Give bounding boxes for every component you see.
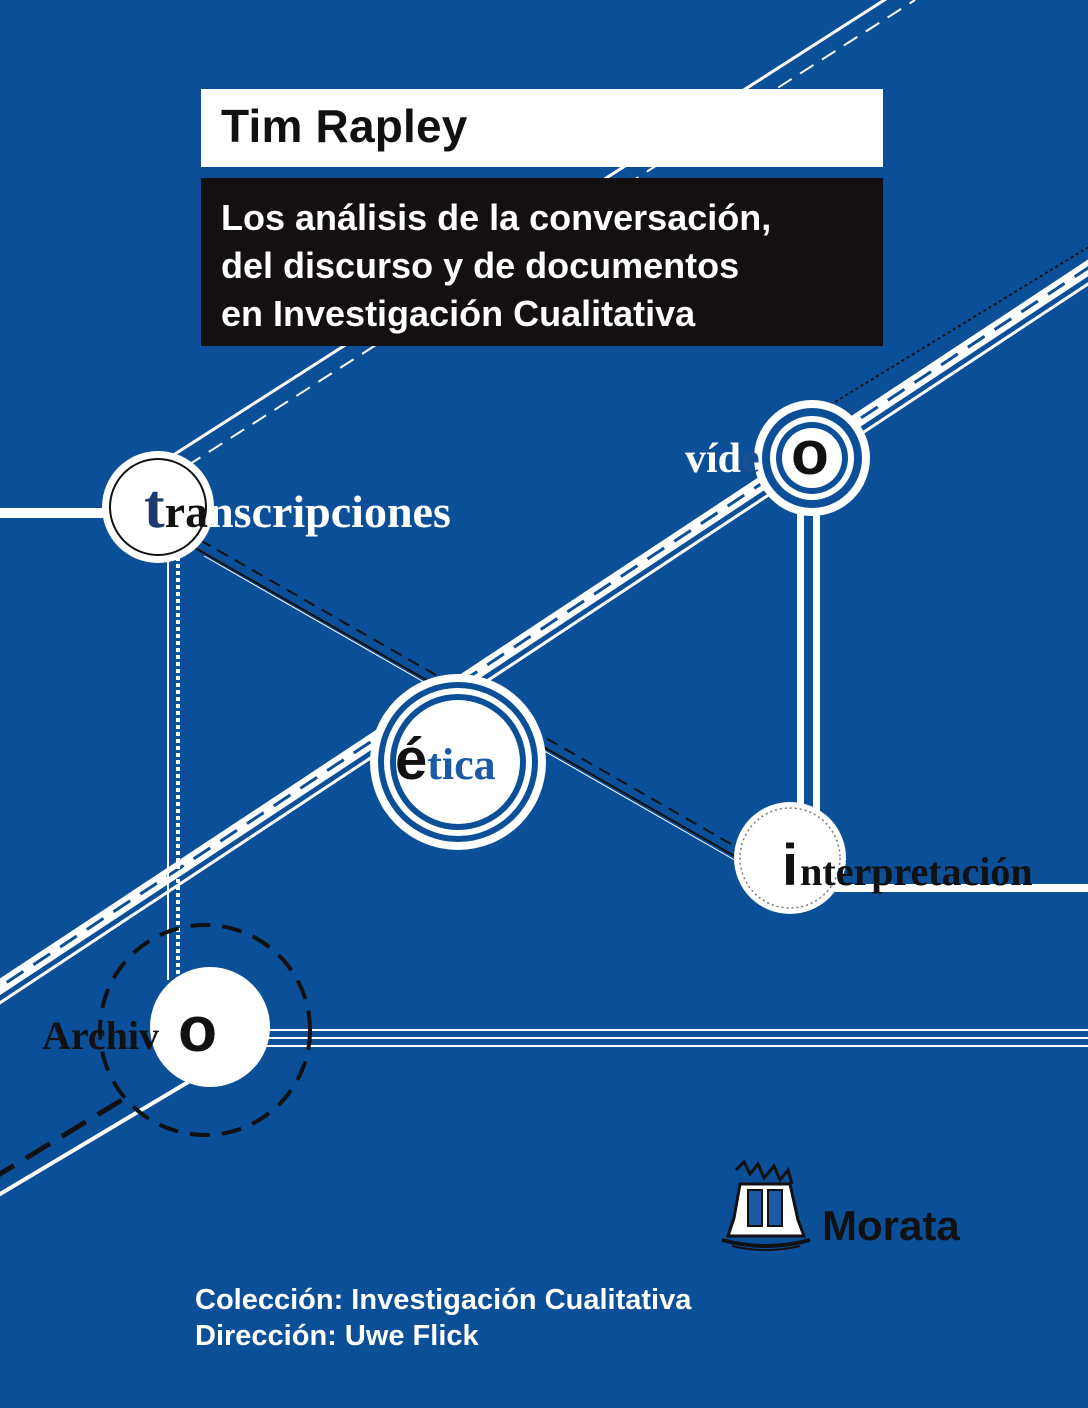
keyword-transcripciones-initial: t: [144, 473, 165, 541]
title-line-1: Los análisis de la conversación,: [221, 197, 772, 238]
keyword-archivo: Archiv: [42, 1012, 159, 1059]
keyword-transcripciones-rest: nscripciones: [208, 486, 451, 537]
keyword-video-o: o: [791, 419, 829, 488]
keyword-interpretacion: interpretación: [782, 832, 1033, 899]
keyword-interpretacion-rest: nterpretación: [800, 849, 1033, 894]
title-line-2: del discurso y de documentos: [221, 245, 740, 286]
circle-video: [754, 400, 870, 516]
publisher-logo-icon: [721, 1160, 811, 1251]
series-info: Colección: Investigación Cualitativa Dir…: [195, 1282, 691, 1354]
keyword-archivo-o: o: [178, 993, 218, 1065]
title-box: Los análisis de la conversación, del dis…: [201, 178, 883, 346]
circle-archivo: [98, 923, 312, 1137]
keyword-transcripciones-dark: ra: [164, 486, 209, 537]
main-diagonal: [0, 246, 1088, 1005]
keyword-video-big-o: o: [791, 418, 829, 489]
series-collection: Colección: Investigación Cualitativa: [195, 1284, 692, 1316]
lower-diagonal: [0, 1073, 202, 1197]
left-horizontal-line: [0, 508, 110, 518]
series-director: Dirección: Uwe Flick: [195, 1320, 479, 1352]
circle-etica: [370, 674, 546, 850]
keyword-video: víde: [685, 435, 760, 483]
keyword-archivo-big-o: o: [178, 992, 217, 1066]
keyword-transcripciones: transcripciones: [144, 472, 451, 543]
interpretacion-horizontal-line: [835, 884, 1088, 892]
keyword-etica-initial: é: [395, 727, 428, 792]
keyword-etica: ética: [395, 726, 496, 793]
keyword-etica-rest: tica: [427, 740, 496, 789]
left-vertical-line: [167, 550, 180, 980]
keyword-video-dark: e: [741, 436, 760, 482]
keyword-video-start: víd: [685, 436, 742, 482]
keyword-archivo-text: Archiv: [42, 1013, 160, 1058]
circle-transcripciones: [102, 451, 214, 563]
title-line-3: en Investigación Cualitativa: [221, 293, 696, 334]
right-vertical-line: [797, 495, 820, 825]
author-name: Tim Rapley: [221, 100, 468, 152]
author-box: Tim Rapley: [201, 89, 883, 167]
archivo-horizontal-line: [260, 1029, 1088, 1047]
publisher-name: Morata: [822, 1202, 960, 1249]
circle-interpretacion: [734, 802, 846, 914]
keyword-interpretacion-initial: i: [782, 833, 799, 898]
